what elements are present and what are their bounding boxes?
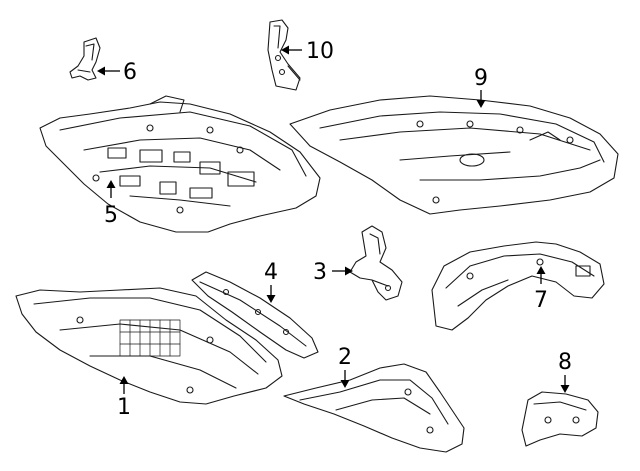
part-9-center-floor-panel: [289, 95, 619, 215]
callout-10: 10: [281, 39, 334, 64]
callout-5-label: 5: [104, 203, 118, 228]
callout-3-label: 3: [313, 260, 327, 285]
part-2-rear-underbody-shield: [283, 363, 465, 453]
part-4-side-cover-strip: [191, 271, 319, 359]
part-6-small-bracket: [69, 37, 101, 81]
part-8-rear-bracket: [521, 391, 599, 447]
callout-9-label: 9: [474, 66, 488, 91]
callout-5: 5: [104, 180, 118, 228]
callout-7: 7: [534, 266, 548, 313]
callout-8: 8: [558, 350, 572, 393]
callout-1: 1: [117, 376, 131, 420]
part-10-mounting-bracket: [267, 19, 301, 91]
part-7-fender-liner: [431, 241, 605, 331]
part-5-engine-splash-shield: [39, 95, 321, 233]
callout-6: 6: [97, 60, 137, 85]
callout-6-label: 6: [123, 60, 137, 85]
part-1-front-underbody-shield: [15, 287, 283, 405]
callout-9: 9: [474, 66, 488, 108]
callout-10-label: 10: [306, 39, 334, 64]
part-3-bracket: [349, 225, 403, 301]
callout-3: 3: [313, 260, 353, 285]
callout-4: 4: [264, 260, 278, 303]
callout-1-label: 1: [117, 395, 131, 420]
callout-4-label: 4: [264, 260, 278, 285]
callout-2-label: 2: [338, 345, 352, 370]
callout-2: 2: [338, 345, 352, 388]
callout-8-label: 8: [558, 350, 572, 375]
callout-7-label: 7: [534, 288, 548, 313]
